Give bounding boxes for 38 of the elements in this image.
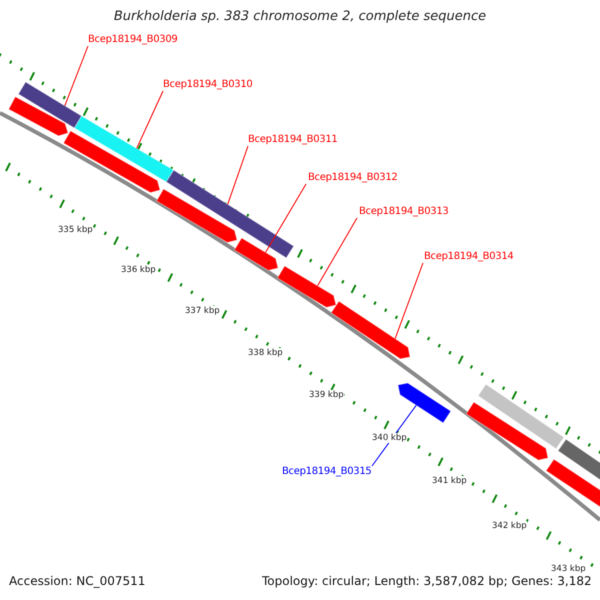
gene-feature [156, 188, 238, 244]
leader-line [64, 46, 88, 106]
gene-label: Bcep18194_B0309 [88, 34, 178, 45]
gene-label: Bcep18194_B0314 [424, 251, 514, 262]
leader-line [317, 218, 358, 286]
leader-line [265, 184, 306, 253]
scale-label: 335 kbp [58, 225, 93, 235]
gene-feature [234, 237, 279, 271]
gene-feature [545, 458, 600, 508]
gene-bar [74, 115, 174, 183]
title: Burkholderia sp. 383 chromosome 2, complete sequence [114, 9, 486, 24]
scale-label: 339 kbp [309, 390, 344, 400]
scale-label: 337 kbp [185, 306, 220, 316]
gene-feature [276, 265, 337, 308]
gene-label: Bcep18194_B0311 [248, 134, 338, 145]
scale-label: 342 kbp [492, 521, 527, 531]
scale-label: 340 kbp [372, 433, 407, 443]
gene-feature [466, 401, 549, 461]
scale-label: 336 kbp [121, 265, 156, 275]
gene-bar [166, 169, 294, 259]
leader-line [394, 262, 424, 340]
gene-feature [8, 96, 69, 136]
gene-feature [397, 382, 452, 424]
scale-label: 338 kbp [248, 348, 283, 358]
gene-label: Bcep18194_B0310 [163, 79, 252, 90]
gene-feature [330, 300, 411, 360]
leader-line [136, 90, 164, 149]
gene-label: Bcep18194_B0312 [308, 172, 398, 183]
scale-label: 341 kbp [432, 476, 467, 486]
footer-text: Topology: circular; Length: 3,587,082 bp; Genes: 3,182 [262, 574, 592, 588]
gene-bar [18, 81, 82, 129]
accession-text: Accession: NC_007511 [9, 574, 146, 588]
leader-line [227, 146, 248, 205]
gene-label: Bcep18194_B0313 [359, 206, 448, 217]
scale-label: 343 kbp [551, 564, 586, 574]
gene-label: Bcep18194_B0315 [282, 466, 372, 477]
gene-bar [477, 384, 565, 450]
gene-feature [62, 130, 161, 194]
